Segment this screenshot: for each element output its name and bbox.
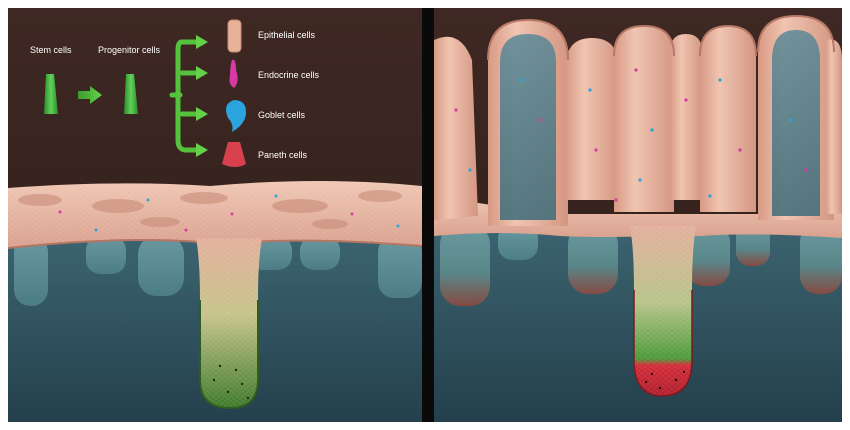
villus	[566, 38, 618, 200]
epithelial-cells-label: Epithelial cells	[258, 30, 316, 40]
villus	[488, 20, 568, 226]
left-panel: Stem cells Progenitor cells	[8, 8, 422, 422]
panel-divider	[422, 8, 434, 422]
crypt-stem-cell-niche	[196, 238, 262, 408]
goblet-cells-label: Goblet cells	[258, 110, 306, 120]
paneth-cells-label: Paneth cells	[258, 150, 308, 160]
villus	[670, 34, 702, 200]
crypt-with-paneth-cells	[630, 226, 696, 396]
progenitor-cells-label: Progenitor cells	[98, 45, 161, 55]
endocrine-cells-label: Endocrine cells	[258, 70, 320, 80]
stem-cells-label: Stem cells	[30, 45, 72, 55]
villus	[614, 26, 674, 212]
villus	[700, 26, 756, 212]
villi	[434, 16, 842, 226]
right-panel	[434, 8, 842, 422]
epithelial-cell-icon	[228, 20, 241, 52]
villus	[758, 16, 834, 220]
